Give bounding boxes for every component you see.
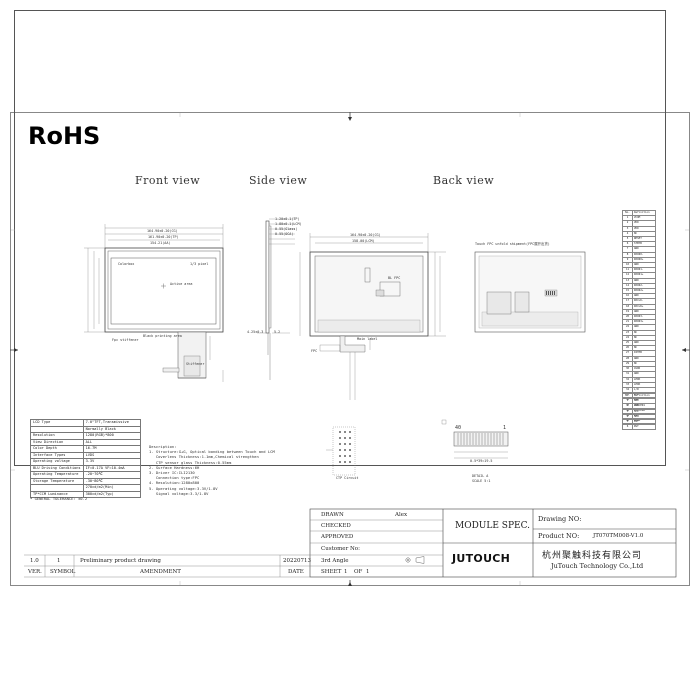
symbol-header: SYMBOL bbox=[50, 569, 76, 575]
spec-parameter: Operating Temperature bbox=[30, 471, 84, 479]
checked-label: CHECKED bbox=[321, 523, 351, 529]
spec-value: 300cd/m2(Typ) bbox=[82, 490, 141, 498]
pin-number: 6 bbox=[622, 424, 633, 431]
sheet-label: SHEET bbox=[321, 569, 342, 575]
front-view-drawing bbox=[84, 224, 224, 382]
detail-a-label: DETAIL A bbox=[472, 474, 489, 478]
sheet-total: 1 bbox=[366, 569, 370, 575]
colorbox-label: Colorbox bbox=[118, 262, 135, 266]
stiffener-label: Stiffener bbox=[186, 362, 205, 366]
back-view-drawing bbox=[299, 233, 446, 400]
product-no-value: JT070TM008-V1.0 bbox=[593, 533, 644, 539]
scale-label: SCALE 5:1 bbox=[472, 479, 491, 483]
spec-parameter: BLU Driving Conditions bbox=[30, 464, 84, 472]
sheet-number: 1 bbox=[344, 569, 348, 575]
black-border-label: Black printing area bbox=[143, 334, 182, 338]
back-dim-cg: 164.90±0.20(CG) bbox=[350, 233, 381, 237]
of-label: OF bbox=[354, 569, 363, 575]
description-notes: Description: 1. Structure:G+G, Optical b… bbox=[149, 444, 275, 496]
side-view-title: Side view bbox=[249, 174, 308, 187]
side-dim-thickness: 4.25±0.3 bbox=[247, 330, 264, 334]
side-view-drawing bbox=[257, 218, 295, 380]
fpc-note: FPC bbox=[311, 349, 318, 353]
date-header: DATE bbox=[288, 569, 304, 575]
main-label-note: Main label bbox=[357, 337, 378, 341]
revision-amendment: Preliminary product drawing bbox=[80, 558, 161, 564]
back-dim-lcm: 158.00(LCM) bbox=[352, 239, 375, 243]
front-view-title: Front view bbox=[135, 174, 201, 187]
pitch-label: 0.5*39=19.5 bbox=[470, 459, 493, 463]
angle-label: 3rd Angle bbox=[321, 558, 349, 564]
projection-symbol bbox=[405, 556, 425, 564]
module-spec-title: MODULE SPEC. bbox=[455, 521, 531, 531]
product-no-label: Product NO: bbox=[538, 532, 580, 540]
amendment-header: AMENDMENT bbox=[140, 569, 181, 575]
back-view-title: Back view bbox=[433, 174, 495, 187]
ctp-header-def: Definition bbox=[632, 392, 656, 400]
company-name-cn: 杭州聚触科技有限公司 bbox=[542, 551, 643, 561]
approved-label: APPROVED bbox=[321, 534, 354, 540]
pin-40-label: 40 bbox=[455, 425, 462, 431]
fpc-unfold-drawing bbox=[474, 251, 586, 333]
pin-1-label: 1 bbox=[503, 425, 507, 431]
drawing-frame bbox=[14, 10, 666, 466]
side-dim-fpc: 5.2 bbox=[274, 330, 281, 334]
jutouch-logo: JUTOUCH bbox=[452, 552, 511, 565]
drawn-label: DRAWN bbox=[321, 512, 344, 518]
side-dim-lcm: 1.80±0.1(LCM) bbox=[275, 222, 302, 226]
revision-version: 1.0 bbox=[30, 558, 39, 564]
ver-header: VER. bbox=[28, 569, 42, 575]
general-tolerance: * GENERAL TOLERANCE: ±0.2 bbox=[30, 496, 88, 501]
active-area-label: Active area bbox=[170, 282, 193, 286]
front-dim-tp: 161.90±0.20(TP) bbox=[148, 235, 179, 239]
company-name-en: JuTouch Technology Co.,Ltd bbox=[551, 562, 644, 570]
revision-block-lines bbox=[24, 554, 310, 578]
front-dim-cg: 164.90±0.20(CG) bbox=[147, 229, 178, 233]
fpc-unfold-note: Touch FPC unfold shipment(FPC展开出货) bbox=[475, 242, 550, 246]
front-dim-aa: 154.21(AA) bbox=[150, 241, 171, 245]
bl-fpc-label: BL FPC bbox=[388, 276, 401, 280]
side-dim-tp: 1.20±0.1(TP) bbox=[275, 217, 300, 221]
side-dim-glass: 0.55(Glass) bbox=[275, 227, 298, 231]
connector-detail-a bbox=[441, 419, 509, 459]
pixel-label: 1/3 pixel bbox=[190, 262, 209, 266]
customer-label: Customer No: bbox=[321, 546, 360, 552]
fpc-stiffener-label: Fpc stiffener bbox=[112, 338, 139, 342]
rohs-mark: RoHS bbox=[28, 122, 101, 150]
drawn-value: Alex bbox=[395, 512, 408, 518]
pin-header-def: Definition bbox=[632, 209, 656, 217]
revision-date: 20220713 bbox=[283, 558, 311, 564]
pin-definition: RST bbox=[632, 424, 656, 431]
drawing-no-label: Drawing NO: bbox=[538, 515, 582, 523]
revision-symbol: 1 bbox=[57, 558, 61, 564]
side-dim-oca: 0.55(OCA) bbox=[275, 232, 294, 236]
ctp-circuit-detail bbox=[326, 426, 356, 476]
ctp-circuit-label: CTP Circuit bbox=[336, 476, 359, 480]
